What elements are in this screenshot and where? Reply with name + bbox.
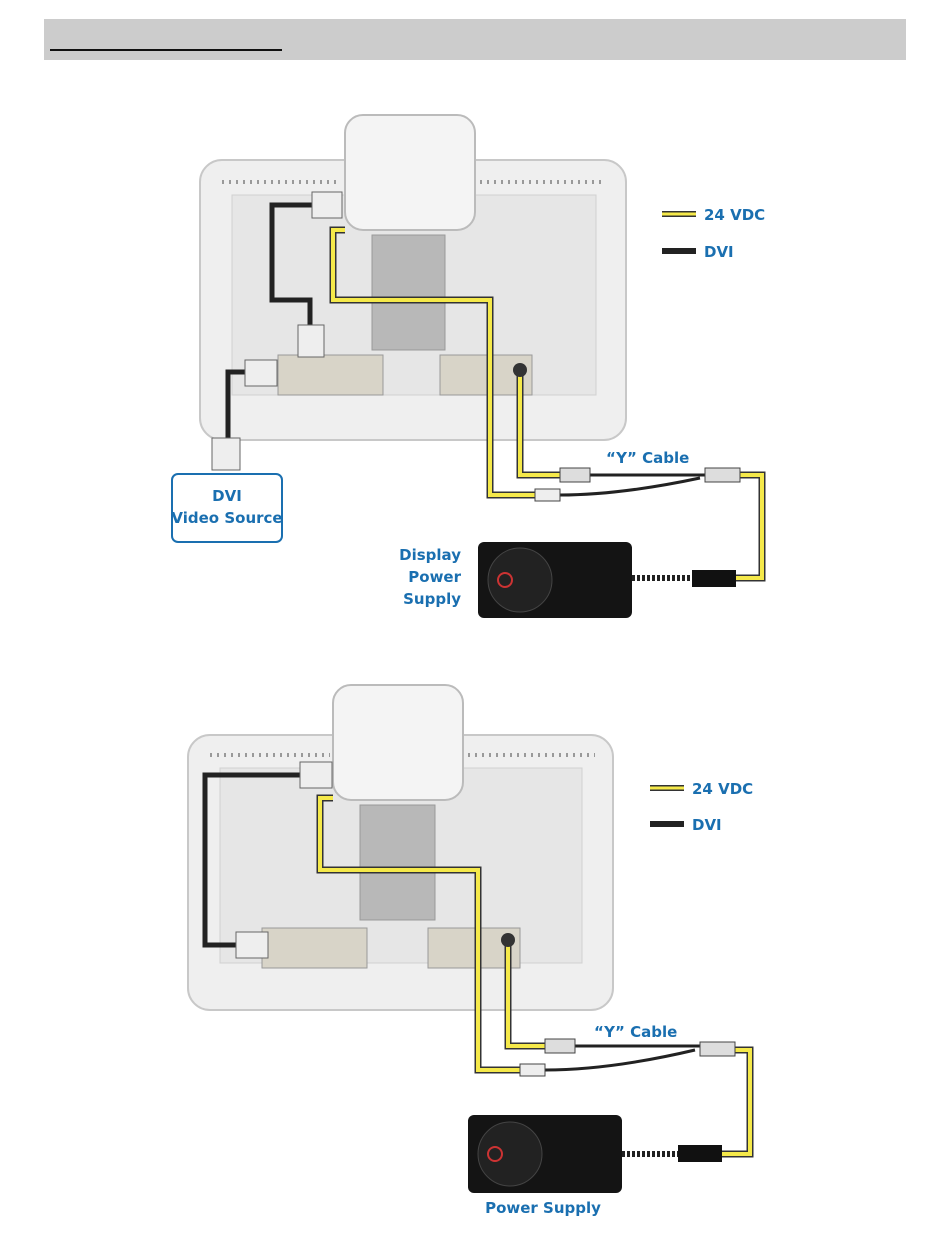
header-underline: [50, 49, 282, 51]
power-supply-label-line3: Supply: [403, 590, 461, 608]
video-source-line2: Video Source: [171, 509, 282, 527]
power-supply-plug: [678, 1145, 722, 1162]
power-supply-label: Power Supply: [485, 1199, 601, 1217]
diagram-1: 24 VDC DVI “Y” Cable DVI Video Source Di…: [171, 114, 766, 618]
power-cable: [735, 471, 766, 582]
mount-bracket: [359, 804, 436, 921]
dvi-cable: [202, 772, 305, 948]
power-cable: [720, 1046, 754, 1158]
power-supply-label-line2: Power: [408, 568, 461, 586]
dvi-connector: [299, 761, 333, 789]
adapter-box: [332, 684, 464, 801]
legend-dvi-label: DVI: [692, 816, 722, 834]
power-supply-label-line1: Display: [399, 546, 461, 564]
dvi-cable: [269, 202, 320, 330]
power-cable: [735, 473, 764, 580]
y-cable-connector: [704, 467, 741, 483]
dvi-connector: [297, 324, 325, 358]
dvi-video-source-box: [171, 473, 283, 543]
power-cable: [506, 942, 545, 1048]
power-supply-switch: [497, 572, 513, 588]
section-header-bar: [44, 19, 906, 60]
power-supply-dial: [487, 547, 553, 613]
y-cable-connector: [559, 467, 591, 483]
power-cable: [331, 228, 535, 497]
y-cable-connector: [699, 1041, 736, 1057]
video-source-line1: DVI: [212, 487, 242, 505]
diagram-2: 24 VDC DVI “Y” Cable Power Supply: [187, 684, 754, 1217]
y-cable-label: “Y” Cable: [594, 1023, 677, 1041]
mount-bracket: [371, 234, 446, 351]
y-cable-plug: [519, 1063, 546, 1077]
dvi-connector: [244, 359, 278, 387]
legend-power-label: 24 VDC: [692, 780, 753, 798]
connector-panel-left: [261, 927, 368, 969]
power-cable: [318, 796, 520, 1072]
connector-panel-left: [277, 354, 384, 396]
power-cable: [518, 372, 565, 477]
power-supply-dial: [477, 1121, 543, 1187]
legend-dvi-label: DVI: [704, 243, 734, 261]
adapter-box: [344, 114, 476, 231]
y-cable-plug: [534, 488, 561, 502]
y-cable-label: “Y” Cable: [606, 449, 689, 467]
dvi-connector: [235, 931, 269, 959]
power-supply-plug: [692, 570, 736, 587]
dvi-cable: [225, 369, 248, 440]
dvi-connector: [311, 191, 343, 219]
y-cable-connector: [544, 1038, 576, 1054]
power-jack: [501, 933, 515, 947]
dvi-connector: [211, 437, 241, 471]
power-jack: [513, 363, 527, 377]
power-cable: [720, 1048, 752, 1156]
legend-power-label: 24 VDC: [704, 206, 765, 224]
power-supply-switch: [487, 1146, 503, 1162]
